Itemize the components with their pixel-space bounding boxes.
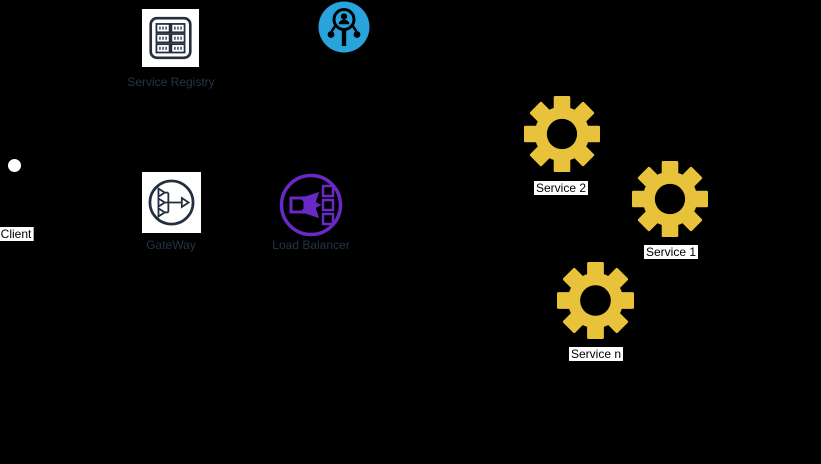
fanout-arrows-load-balancer-icon [279, 173, 343, 237]
service-1-label: Service 1 [643, 245, 699, 259]
service-n-label: Service n [568, 347, 624, 361]
client-label: Client [0, 227, 34, 241]
magnifier-user-discovery-icon [318, 1, 370, 53]
merge-arrows-gateway-icon [148, 179, 195, 226]
service-registry-label: Service Registry [127, 75, 215, 89]
server-rack-grid-icon [149, 16, 192, 60]
load-balancer-label: Load Balancer [272, 238, 350, 252]
gateway-icon [142, 172, 201, 233]
gateway-label: GateWay [146, 238, 196, 252]
service-2-label: Service 2 [533, 181, 589, 195]
service-registry-icon [142, 9, 199, 67]
actor-head-icon [8, 159, 21, 172]
gear-icon [556, 261, 635, 340]
gear-icon [631, 160, 709, 238]
gear-icon [523, 95, 601, 173]
